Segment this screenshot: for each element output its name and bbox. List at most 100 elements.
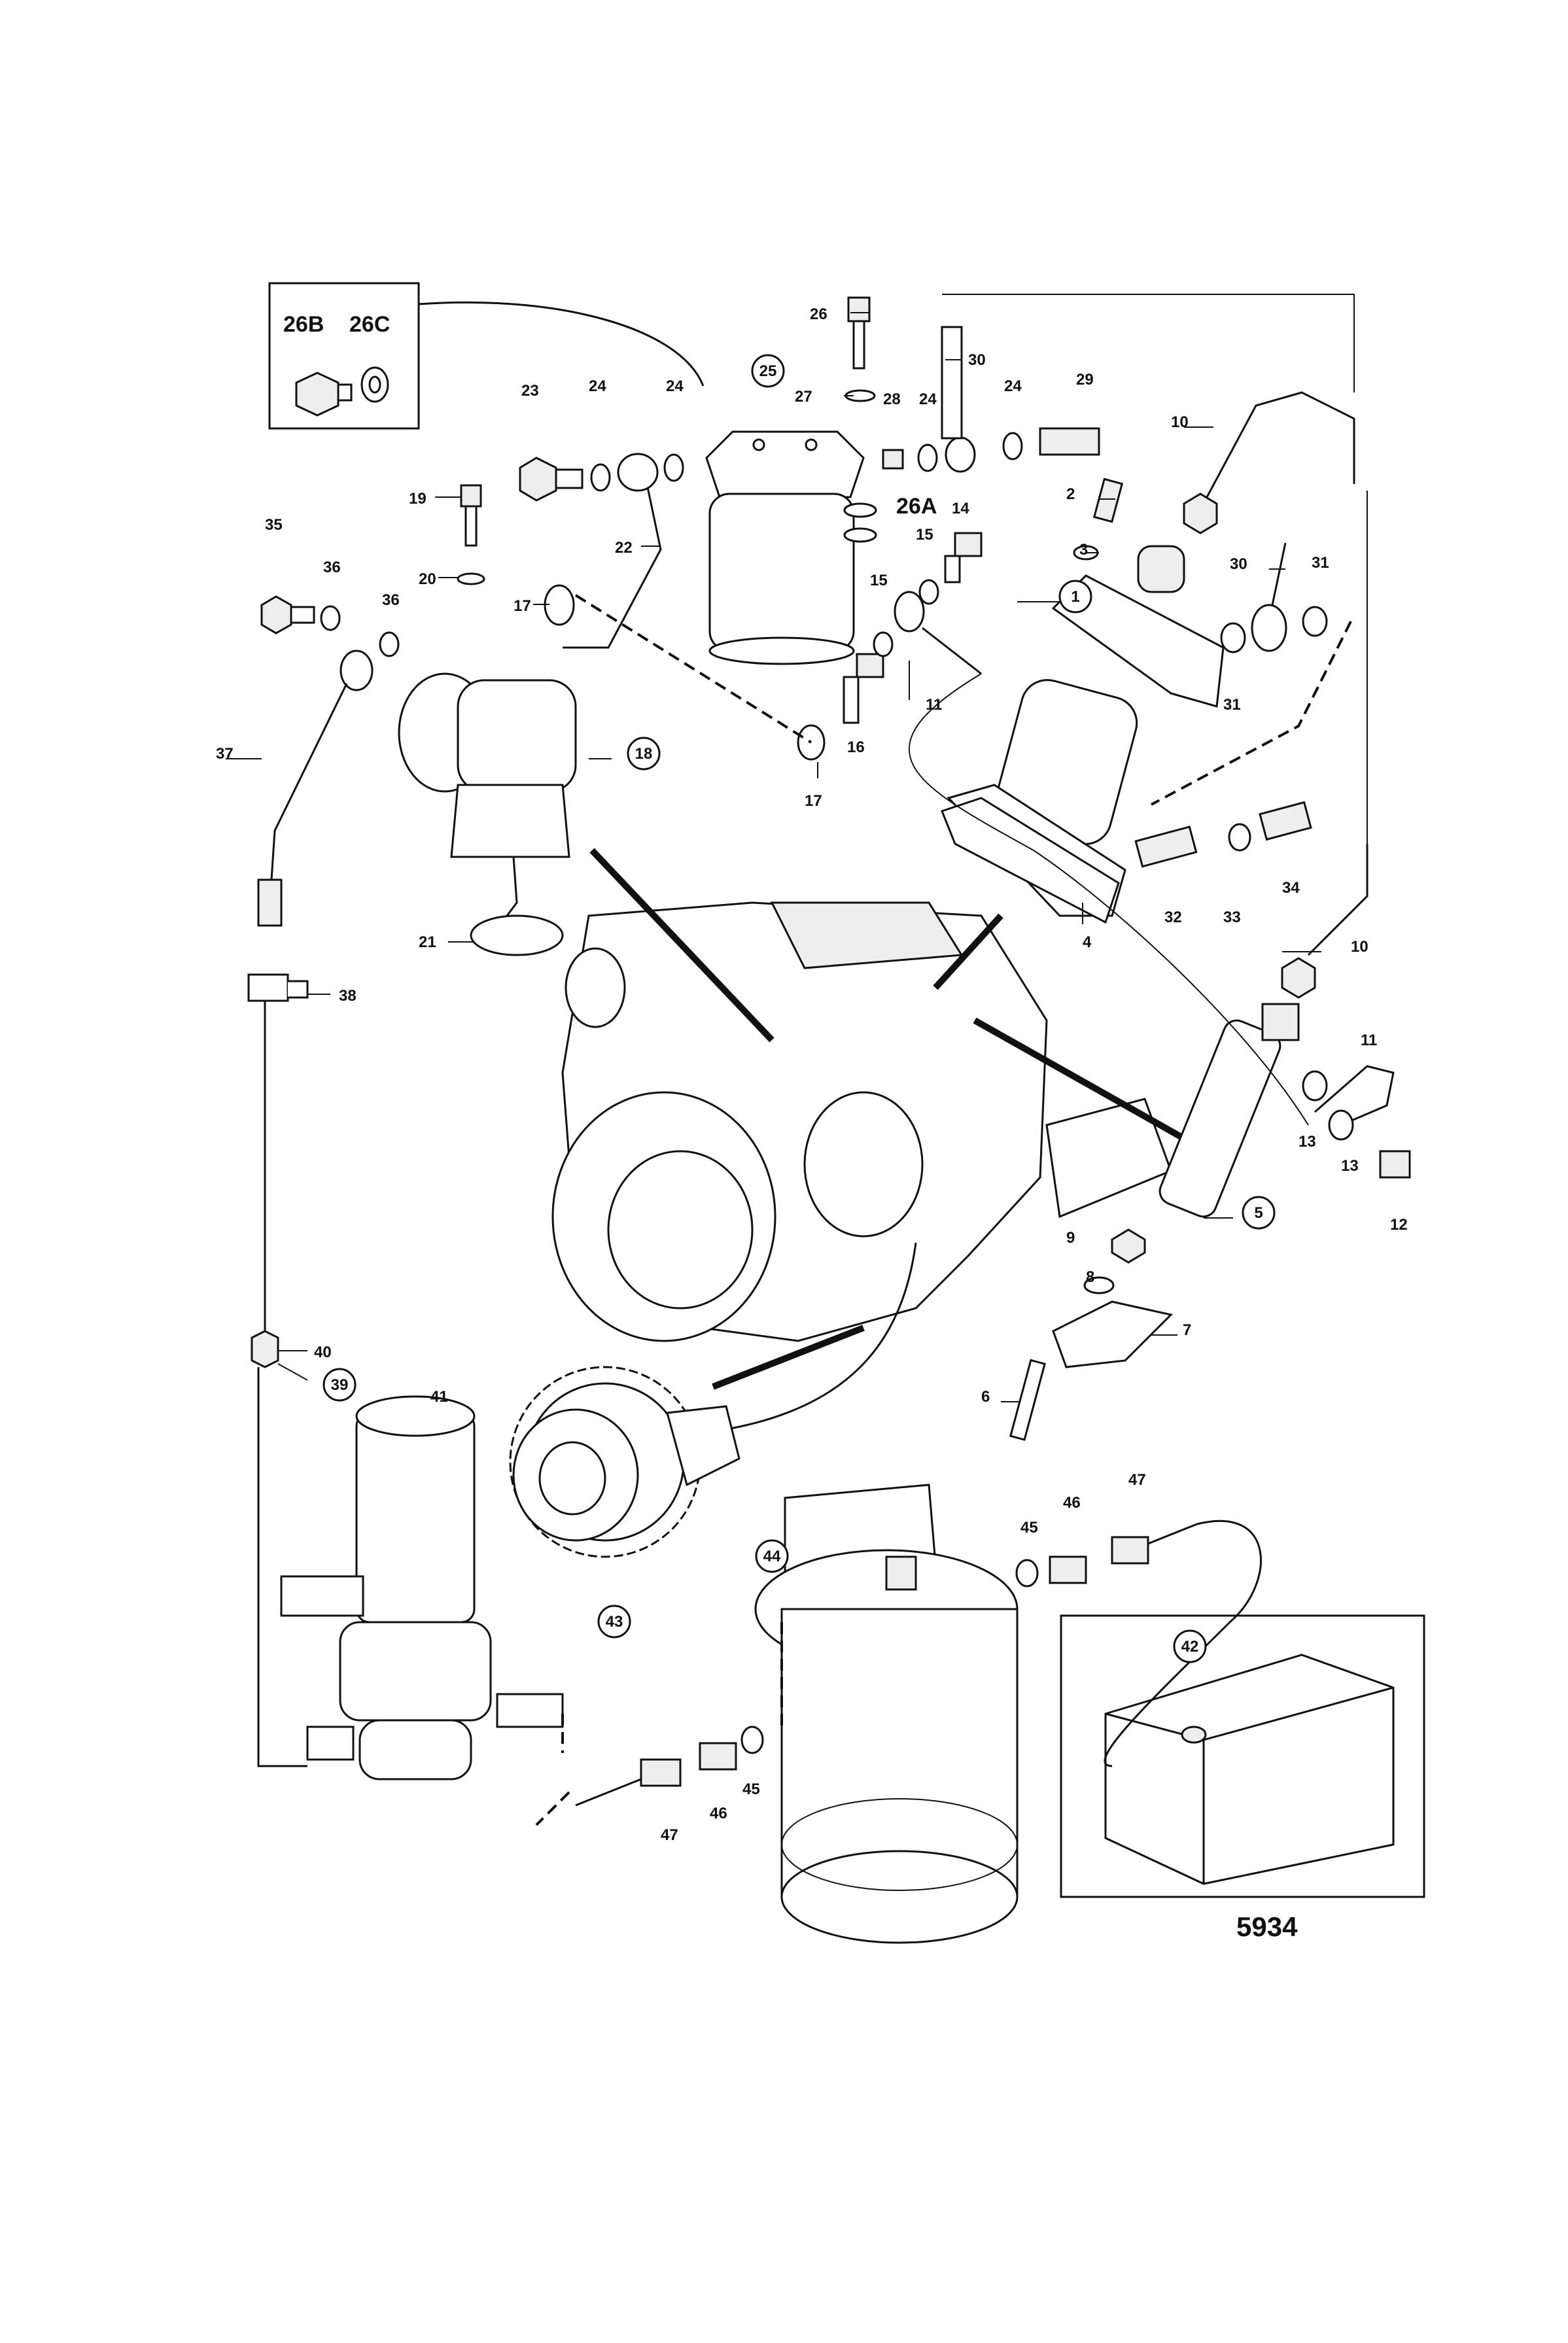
callout-15b: 15 — [870, 572, 888, 589]
callout-text: 26A — [896, 494, 937, 519]
callout-text: 46 — [710, 1805, 727, 1822]
callout-8: 8 — [1086, 1268, 1094, 1286]
callout-11b: 11 — [1361, 1032, 1377, 1049]
callout-35: 35 — [265, 516, 283, 534]
callout-28: 28 — [883, 390, 901, 408]
callout-text: 12 — [1390, 1216, 1408, 1234]
callout-text: 24 — [666, 377, 684, 395]
callout-circle — [1173, 1629, 1207, 1663]
gear-43 — [509, 1366, 740, 1558]
callout-text: 37 — [216, 745, 234, 763]
callout-42: 42 — [1173, 1629, 1207, 1663]
dash-47b — [535, 1791, 570, 1826]
callout-text: 9 — [1066, 1229, 1075, 1247]
callout-text: 21 — [419, 933, 436, 951]
banjo-right-group — [882, 326, 1100, 473]
clamp-7 — [1052, 1300, 1173, 1368]
callout-17a: 17 — [514, 597, 531, 615]
pipe-10-lower — [1281, 844, 1368, 999]
callout-18: 18 — [627, 737, 661, 771]
callout-17b: 17 — [805, 792, 822, 810]
washers-26a — [843, 502, 877, 543]
callout-text: 6 — [981, 1388, 990, 1406]
fitting-46a — [1049, 1555, 1087, 1584]
fitting-46b — [699, 1742, 737, 1771]
plug-26b-icon — [295, 372, 353, 417]
callout-26: 26 — [810, 305, 828, 323]
callout-text: 15 — [916, 526, 933, 544]
callout-circle — [755, 1539, 789, 1573]
washer-45a — [1015, 1559, 1039, 1588]
stud-6 — [1009, 1359, 1046, 1441]
callout-text: 45 — [742, 1780, 760, 1798]
o-ring-21 — [470, 914, 564, 956]
callout-13b: 13 — [1341, 1157, 1359, 1175]
callout-text: 4 — [1083, 933, 1092, 951]
callout-5: 5 — [1242, 1196, 1276, 1230]
callout-text: 43 — [606, 1613, 623, 1631]
callout-text: 16 — [847, 738, 865, 756]
callout-text: 31 — [1223, 696, 1241, 714]
callout-34: 34 — [1282, 879, 1300, 897]
callout-47a: 47 — [1128, 1471, 1146, 1489]
fitting-34 — [1259, 801, 1312, 841]
callout-text: 7 — [1183, 1321, 1191, 1339]
callout-20: 20 — [419, 570, 436, 588]
callout-text: 19 — [409, 490, 427, 508]
callout-text: 34 — [1282, 879, 1300, 897]
bolt-26 — [847, 296, 871, 370]
callout-text: 22 — [615, 539, 633, 557]
callout-30a: 30 — [968, 351, 986, 369]
label-26b: 26B — [283, 312, 324, 337]
feed-pump-18 — [398, 672, 577, 929]
callout-text: 26 — [810, 305, 828, 323]
secondary-filter-41 — [280, 1395, 564, 1780]
callout-text: 24 — [589, 377, 606, 395]
pipe-37 — [257, 650, 374, 927]
callout-19: 19 — [409, 490, 427, 508]
callout-text: 42 — [1181, 1638, 1199, 1656]
callout-24b: 24 — [666, 377, 684, 395]
screw-2 — [1092, 477, 1124, 523]
leader-inset-to-filter — [418, 301, 705, 387]
callout-3: 3 — [1079, 541, 1088, 559]
callout-27: 27 — [795, 388, 812, 406]
callout-30b: 30 — [1230, 555, 1247, 573]
callout-47b: 47 — [661, 1826, 678, 1844]
callout-4: 4 — [1083, 933, 1092, 951]
callout-24d: 24 — [1004, 377, 1022, 395]
callout-text: 15 — [870, 572, 888, 589]
callout-text: 40 — [314, 1344, 332, 1361]
callout-26a: 26A — [896, 494, 937, 519]
callout-13a: 13 — [1298, 1133, 1316, 1151]
callout-31b: 31 — [1312, 554, 1329, 572]
banjo-22 — [563, 453, 662, 649]
callout-text: 30 — [968, 351, 986, 369]
pipe-47b — [575, 1758, 682, 1807]
leaders — [226, 312, 1321, 1563]
callout-text: 13 — [1298, 1133, 1316, 1151]
washer-20 — [457, 572, 485, 585]
callout-7: 7 — [1183, 1321, 1191, 1339]
callout-text: 30 — [1230, 555, 1247, 573]
callout-text: 46 — [1063, 1494, 1081, 1512]
callout-45a: 45 — [1020, 1519, 1038, 1536]
washer-15a — [918, 579, 939, 605]
injector-5 — [1159, 1003, 1300, 1218]
callout-text: 35 — [265, 516, 283, 534]
banjo-bolt-35 — [260, 595, 315, 634]
callout-45b: 45 — [742, 1780, 760, 1798]
callout-32: 32 — [1164, 909, 1182, 926]
callout-text: 14 — [952, 500, 969, 517]
gasket-4 — [941, 797, 1120, 924]
pipe-10-upper — [1183, 391, 1355, 534]
callout-circle — [597, 1605, 631, 1639]
fitting-32 — [1134, 825, 1198, 868]
callout-text: 24 — [1004, 377, 1022, 395]
callout-33: 33 — [1223, 909, 1241, 926]
callout-text: 47 — [1128, 1471, 1146, 1489]
callout-circle — [322, 1368, 357, 1402]
callout-15a: 15 — [916, 526, 933, 544]
callout-14: 14 — [952, 500, 969, 517]
